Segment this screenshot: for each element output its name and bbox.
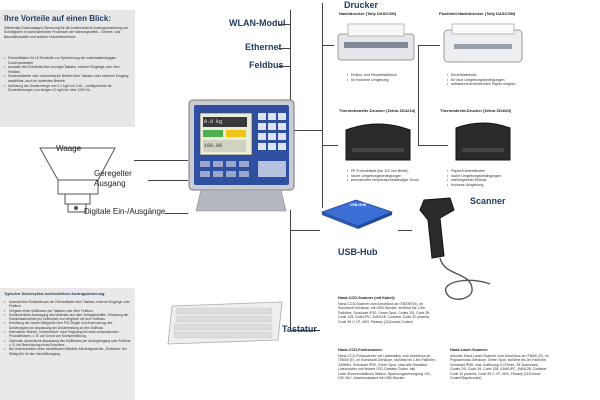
scanner-1-block: Hand-CCD-Scanner (mit Kabel): Hand-CCD-S… (338, 296, 438, 324)
printer-2-bullets: Einzelblattdruck für raue Umgebungsbedin… (447, 73, 547, 87)
printer-3-bullet: PE-Folienetikett (bis 110 mm Breite) (347, 169, 437, 174)
scanner-1-title: Hand-CCD-Scanner (mit Kabel): (338, 296, 396, 300)
typical-cycle-panel: Typischer Dosierzyklus kontinuierliche A… (0, 288, 135, 400)
output-line (148, 180, 188, 181)
printer-2-line (418, 45, 440, 46)
usb-hub-device (320, 199, 394, 229)
typical-cycle-item: Auswahl des Rohstoffs aus der Rohstoffda… (4, 300, 132, 309)
printer-2-title: Flachbett-Nadeldrucker (Tally DASCOM) (439, 11, 516, 16)
printer-3-line (322, 145, 338, 146)
terminal-to-bus-line (290, 130, 322, 131)
scanner-label: Scanner (470, 196, 506, 206)
weighing-terminal (188, 99, 295, 212)
scanner-2-block: Hand-CCD-Funkscanner: Hand-CCD-Funkscann… (338, 348, 438, 381)
keyboard-line (290, 330, 320, 331)
scanner-1-text: Hand-CCD-Scanner zum Anschluss an IT8000… (338, 301, 431, 324)
usb-hub-label: USB-Hub (338, 247, 378, 257)
benefit-item: Rohstoffdaten für 15 Rohstoffe zur Speic… (4, 56, 132, 65)
trunk-line-bottom (290, 210, 291, 330)
digital-io-label: Digitale Ein-/Ausgänge (84, 207, 166, 216)
keyboard-device (167, 301, 283, 345)
regulated-output-label: Geregelter Ausgang (94, 169, 132, 188)
ethernet-line (278, 48, 290, 49)
wlan-line (278, 24, 290, 25)
trunk-line-top (290, 10, 291, 130)
printer-3-title: Thermotransfer-Drucker (Zebra ZD421d) (339, 108, 416, 113)
typical-cycle-item: Alternativer Betrieb „Volumetrisch“ ohne… (4, 330, 132, 339)
printer-bus-line (322, 3, 323, 208)
printer-2-bullet: selbstdurchschreibendes Papier möglich (447, 82, 547, 87)
scanner-line (398, 230, 412, 231)
printer-4-title: Thermodirekt-Drucker (Zebra ZD420t) (440, 108, 512, 113)
typical-cycle-title: Typischer Dosierzyklus kontinuierliche A… (4, 292, 106, 296)
typical-cycle-item: Vorgabe eines Sollflusses per Tastatur o… (4, 309, 132, 314)
scanner-2-title: Hand-CCD-Funkscanner: (338, 348, 384, 352)
benefits-intro: Differential-Dosierwaagen-Steuerung für … (4, 26, 129, 39)
printer-1-bullets: Endlos- und Einzelblattdruck für trocken… (347, 73, 427, 82)
digital-io-line (165, 213, 188, 214)
scanner-3-text: robuster Hand-Laser-Scanner zum Anschlus… (450, 353, 549, 381)
printer-3-bullet: rauhe Umgebungsbedingungen (347, 174, 437, 179)
display-main-value: 0.0 kg (204, 119, 223, 125)
printer-4-bullet: trockene Umgebung (447, 183, 537, 188)
printer-4-bullet: rauhe Umgebungsbedingungen (447, 174, 537, 179)
dot-matrix-printer-image (337, 23, 415, 61)
printer-1-bullet: Endlos- und Einzelblattdruck (347, 73, 427, 78)
printer-label: Drucker (344, 0, 379, 10)
printer-4-bullets: Papier/Klebeetiketten rauhe Umgebungsbed… (447, 169, 537, 187)
scanner-2-text: Hand-CCD-Funkscanner mit Ladestation zum… (338, 353, 436, 381)
printer-1-title: Nadeldrucker (Tally DASCOM) (339, 11, 397, 16)
printer-2-bullet: für raue Umgebungsbedingungen (447, 78, 547, 83)
scanner-3-title: Hand-Laser-Scanner: (450, 348, 489, 352)
printer-right-bus-line (418, 45, 419, 145)
printer-4-bullet: Papier/Klebeetiketten (447, 169, 537, 174)
flatbed-printer-image (443, 23, 523, 63)
typical-cycle-item: Ermittlung der neuen Stellgröße über PID… (4, 321, 132, 330)
thermal-transfer-printer-image (345, 123, 411, 161)
scale-line (134, 160, 188, 161)
usb-box-line (290, 230, 320, 231)
handheld-scanner-image (419, 197, 491, 300)
typical-cycle-item: Kontinuierliche Austragung des Materials… (4, 313, 132, 322)
benefits-title: Ihre Vorteile auf einen Blick: (4, 14, 111, 23)
benefits-panel: Ihre Vorteile auf einen Blick: Different… (0, 10, 135, 127)
printer-1-bullet: für trockene Umgebung (347, 78, 427, 83)
typical-cycle-item: Optionale dynamische Anpassung des Sollf… (4, 339, 132, 348)
keyboard-label: Tastatur (282, 324, 317, 334)
printer-2-bullet: Einzelblattdruck (447, 73, 547, 78)
scale-label: Waage (56, 144, 82, 153)
printer-3-bullets: PE-Folienetikett (bis 110 mm Breite) rau… (347, 169, 437, 183)
thermal-direct-printer-image (455, 122, 511, 161)
printer-4-line (418, 145, 448, 146)
display-sub-value: 100.00 (204, 143, 223, 149)
wlan-label: WLAN-Modul (229, 18, 286, 28)
scale-schematic (39, 147, 116, 213)
scanner-3-block: Hand-Laser-Scanner: robuster Hand-Laser-… (450, 348, 550, 381)
typical-cycle-list: Auswahl des Rohstoffs aus der Rohstoffda… (4, 300, 132, 356)
ethernet-label: Ethernet (245, 42, 282, 52)
printer-1-line (322, 45, 334, 46)
benefit-item: Auflösung der Dosiermenge von 0,1 kg/h b… (4, 84, 132, 93)
fieldbus-line (278, 66, 290, 67)
fieldbus-label: Feldbus (249, 60, 284, 70)
benefit-item: Auswahl des Rohstoffs über Anzeige/Tasta… (4, 65, 132, 74)
benefit-item: Dosiersollwerte oder volumetrische Betri… (4, 74, 132, 83)
benefits-list: Rohstoffdaten für 15 Rohstoffe zur Speic… (4, 56, 132, 93)
typical-cycle-item: Bei Unterschreiten eines einstellbaren B… (4, 347, 132, 356)
printer-3-bullet: permanenter temperaturbeständiger Druck (347, 178, 437, 183)
printer-4-bullet: wartungsfreier Einsatz (447, 178, 537, 183)
usb-hub-box-label: USB-HUB (350, 203, 367, 207)
